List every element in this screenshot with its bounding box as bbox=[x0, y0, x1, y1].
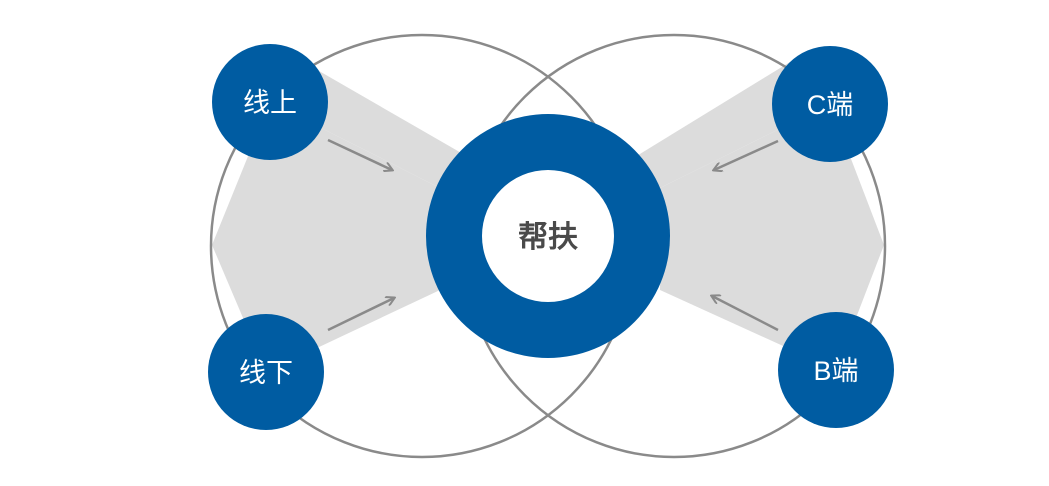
node-b-end: B端 bbox=[778, 312, 894, 428]
center-label: 帮扶 bbox=[518, 221, 578, 254]
arrow-offline bbox=[327, 298, 394, 332]
arrow-b-end bbox=[712, 296, 779, 332]
node-online-label: 线上 bbox=[243, 88, 297, 118]
node-online: 线上 bbox=[212, 44, 328, 160]
node-c-end: C端 bbox=[772, 46, 888, 162]
node-offline-label: 线下 bbox=[239, 358, 293, 388]
node-offline: 线下 bbox=[208, 314, 324, 430]
arrow-c-end bbox=[714, 139, 779, 170]
node-c-end-label: C端 bbox=[807, 90, 854, 120]
center-inner-circle bbox=[482, 170, 614, 302]
node-b-end-label: B端 bbox=[813, 356, 858, 386]
arrow-online bbox=[327, 138, 392, 170]
